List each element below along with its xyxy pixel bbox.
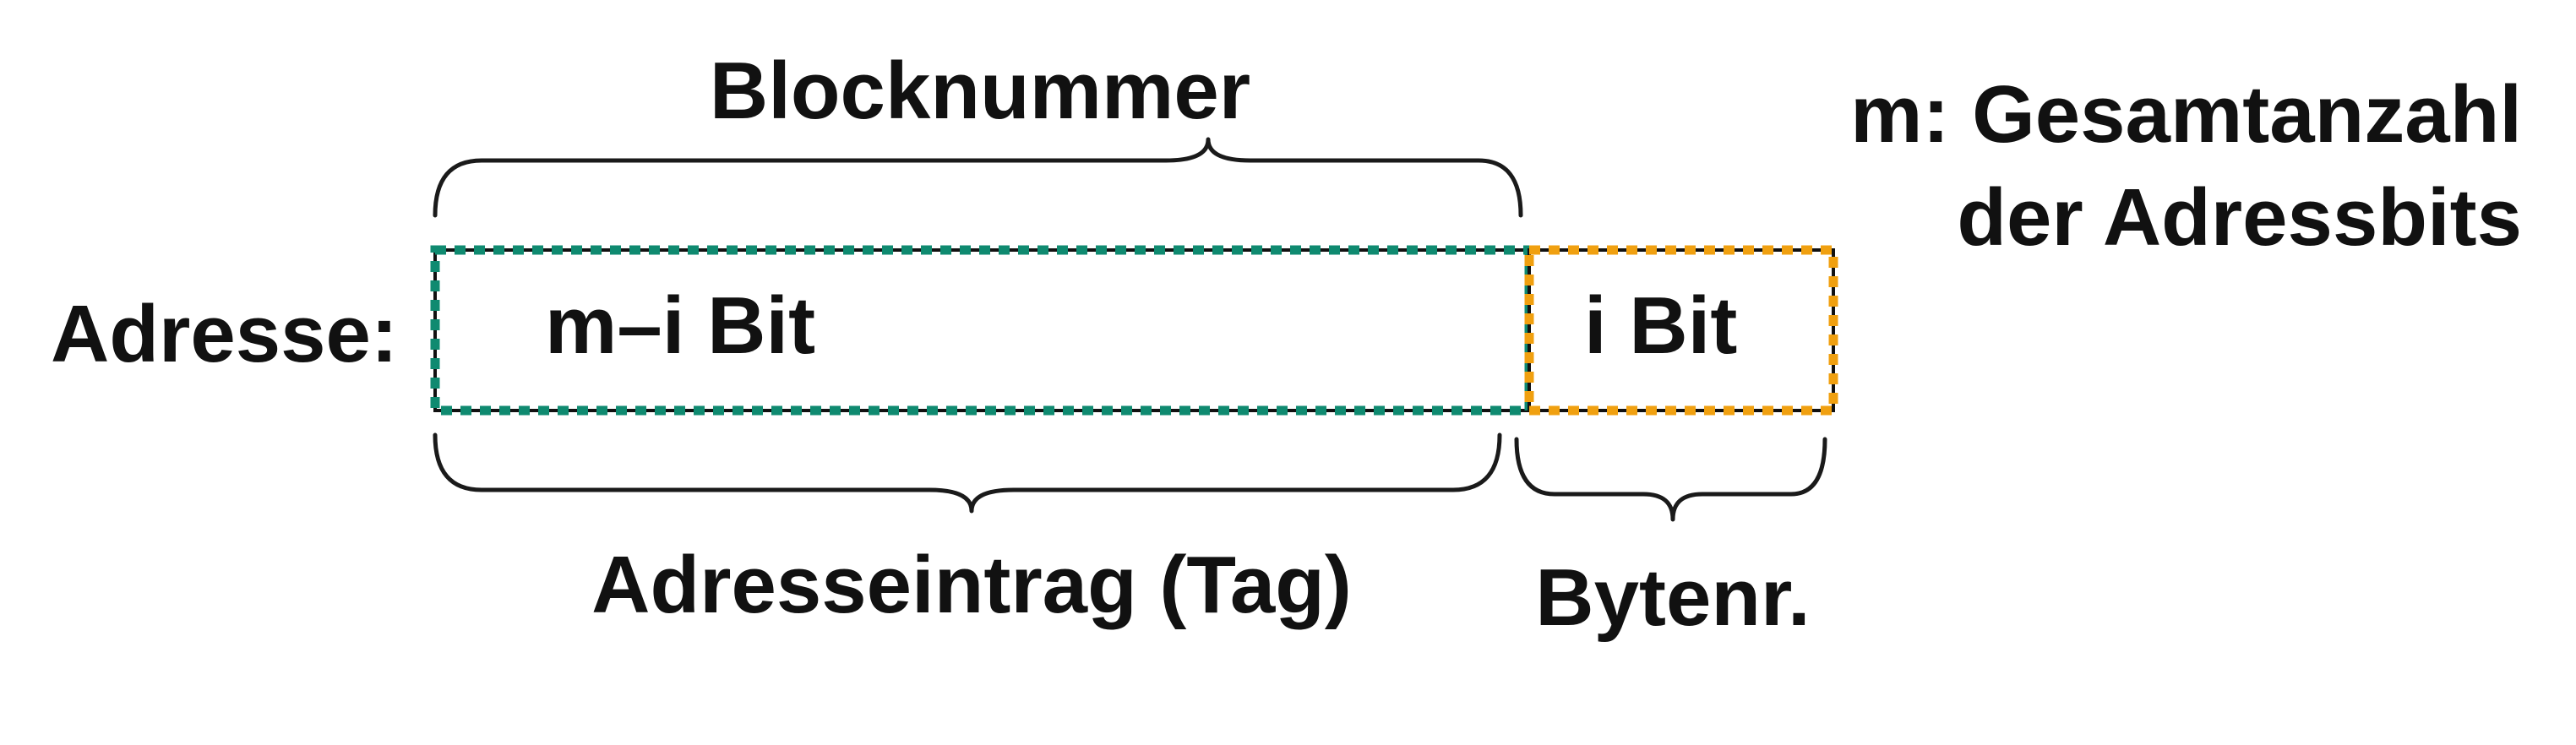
- legend-line-1: m: Gesamtanzahl: [1850, 69, 2522, 160]
- tag-brace: [433, 432, 1502, 514]
- legend-line-2: der Adressbits: [1957, 172, 2522, 263]
- tag-field-bits-label: m–i Bit: [545, 280, 815, 371]
- byte-field-bits-label: i Bit: [1584, 280, 1737, 371]
- block-number-brace: [433, 137, 1523, 218]
- tag-caption: Adresseintrag (Tag): [591, 540, 1352, 630]
- tag-field-box: [433, 248, 1531, 412]
- byte-field-box: [1528, 248, 1835, 412]
- byte-brace: [1514, 437, 1827, 522]
- byte-caption: Bytenr.: [1535, 552, 1810, 643]
- address-label: Adresse:: [51, 289, 398, 379]
- block-number-label: Blocknummer: [710, 46, 1250, 136]
